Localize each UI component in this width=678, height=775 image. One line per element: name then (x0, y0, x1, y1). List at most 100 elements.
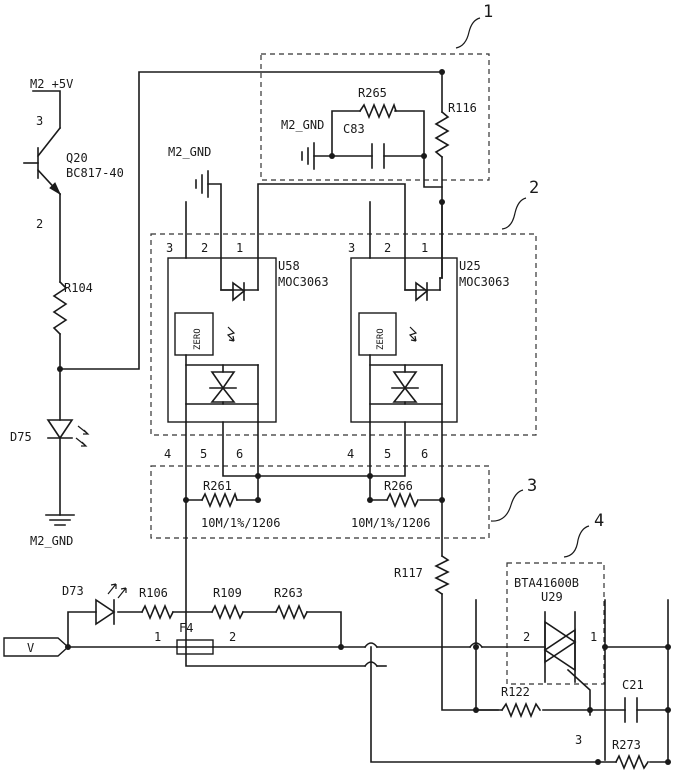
junction-c83-right (421, 153, 427, 159)
u58-zero-box (174, 312, 214, 356)
opto-u25-body (350, 257, 458, 423)
r116-label: R116 (448, 101, 477, 115)
u25-pin-4: 4 (347, 447, 354, 461)
u58-pin-2: 2 (201, 241, 208, 255)
r273-label: R273 (612, 738, 641, 752)
fuse-f4 (176, 639, 214, 655)
net-label-m2-gnd-bottom: M2_GND (30, 534, 73, 548)
f4-pin-1: 1 (154, 630, 161, 644)
resistor-r104 (52, 280, 68, 336)
u58-pin-6: 6 (236, 447, 243, 461)
triac-pin-1: 1 (590, 630, 597, 644)
u58-ref: U58 (278, 259, 300, 273)
wire-opto-bottom-pins (185, 421, 443, 667)
junction-r261-left (183, 497, 189, 503)
group-box-2 (150, 233, 537, 436)
resistor-r273 (614, 753, 650, 771)
u58-pin-4: 4 (164, 447, 171, 461)
wire-crossover-hop-1 (363, 642, 379, 649)
transistor-q20 (23, 126, 62, 196)
wire-r117 (441, 499, 499, 711)
u25-part: MOC3063 (459, 275, 510, 289)
u25-ref: U25 (459, 259, 481, 273)
u58-pin-5: 5 (200, 447, 207, 461)
u25-photo-arrow-icon (408, 326, 418, 342)
resistor-r263 (274, 603, 309, 621)
led-d73 (95, 583, 127, 626)
resistor-r106 (140, 603, 175, 621)
callout-2: 2 (529, 178, 539, 198)
callout-leader-1 (455, 17, 481, 49)
callout-leader-3 (490, 489, 524, 522)
u58-triac-symbol (185, 354, 259, 423)
triac-pin-3: 3 (575, 733, 582, 747)
callout-leader-4 (563, 525, 590, 558)
u25-pin-1: 1 (421, 241, 428, 255)
r265-label: R265 (358, 86, 387, 100)
callout-1: 1 (483, 2, 493, 22)
junction-c83-left (329, 153, 335, 159)
resistor-r265 (358, 102, 398, 120)
f4-pin-2: 2 (229, 630, 236, 644)
u25-zero-label: ZERO (376, 328, 386, 350)
r109-label: R109 (213, 586, 242, 600)
u25-triac-symbol (369, 354, 443, 423)
r104-label: R104 (64, 281, 93, 295)
u25-input-led (404, 277, 441, 302)
u25-pin-2: 2 (384, 241, 391, 255)
r122-label: R122 (501, 685, 530, 699)
r261-label: R261 (203, 479, 232, 493)
u25-zero-box (358, 312, 397, 356)
u58-pin-3: 3 (166, 241, 173, 255)
capacitor-c21 (624, 697, 638, 723)
triac-pin-2: 2 (523, 630, 530, 644)
callout-leader-2 (501, 197, 527, 230)
wire-hop-column (370, 646, 599, 763)
input-port-label: V (27, 641, 34, 655)
wire-r116-to-u25-pin1 (439, 201, 443, 279)
wire-r263-to-line (306, 611, 342, 648)
ground-symbol-opto (195, 170, 209, 198)
wire-r265 (331, 110, 443, 188)
r266-label: R266 (384, 479, 413, 493)
q20-part: BC817-40 (66, 166, 124, 180)
q20-pin-2: 2 (36, 217, 43, 231)
junction-u58-pin6 (255, 473, 261, 479)
led-d75 (46, 419, 90, 447)
u25-pin-5: 5 (384, 447, 391, 461)
callout-3: 3 (527, 476, 537, 496)
junction-r273-left (595, 759, 601, 765)
wire-led-branch (67, 611, 143, 648)
ground-symbol-bottom (45, 514, 75, 526)
triac-u29 (543, 611, 591, 716)
r263-label: R263 (274, 586, 303, 600)
net-label-m2-gnd-top: M2_GND (281, 118, 324, 132)
capacitor-c83 (371, 143, 385, 169)
ground-symbol-top (301, 142, 315, 170)
u25-pin-3: 3 (348, 241, 355, 255)
q20-pin-3: 3 (36, 114, 43, 128)
resistor-r261 (200, 491, 239, 509)
input-port-v (3, 637, 70, 657)
opto-u58-body (167, 257, 277, 423)
q20-ref: Q20 (66, 151, 88, 165)
junction-r273-right (665, 759, 671, 765)
f4-label: F4 (179, 621, 193, 635)
junction-c21-right (665, 707, 671, 713)
c83-label: C83 (343, 122, 365, 136)
resistor-r116 (434, 110, 450, 159)
resistor-r266 (385, 491, 420, 509)
callout-4: 4 (594, 511, 604, 531)
u58-part: MOC3063 (278, 275, 329, 289)
wire-left-to-top (59, 71, 443, 370)
d75-label: D75 (10, 430, 32, 444)
resistor-r117 (434, 554, 450, 596)
u25-pin-6: 6 (421, 447, 428, 461)
r106-label: R106 (139, 586, 168, 600)
u58-photo-arrow-icon (226, 326, 236, 342)
resistor-r109 (210, 603, 245, 621)
wire-5v-stub (32, 90, 61, 129)
c21-label: C21 (622, 678, 644, 692)
r261-value: 10M/1%/1206 (201, 516, 280, 530)
